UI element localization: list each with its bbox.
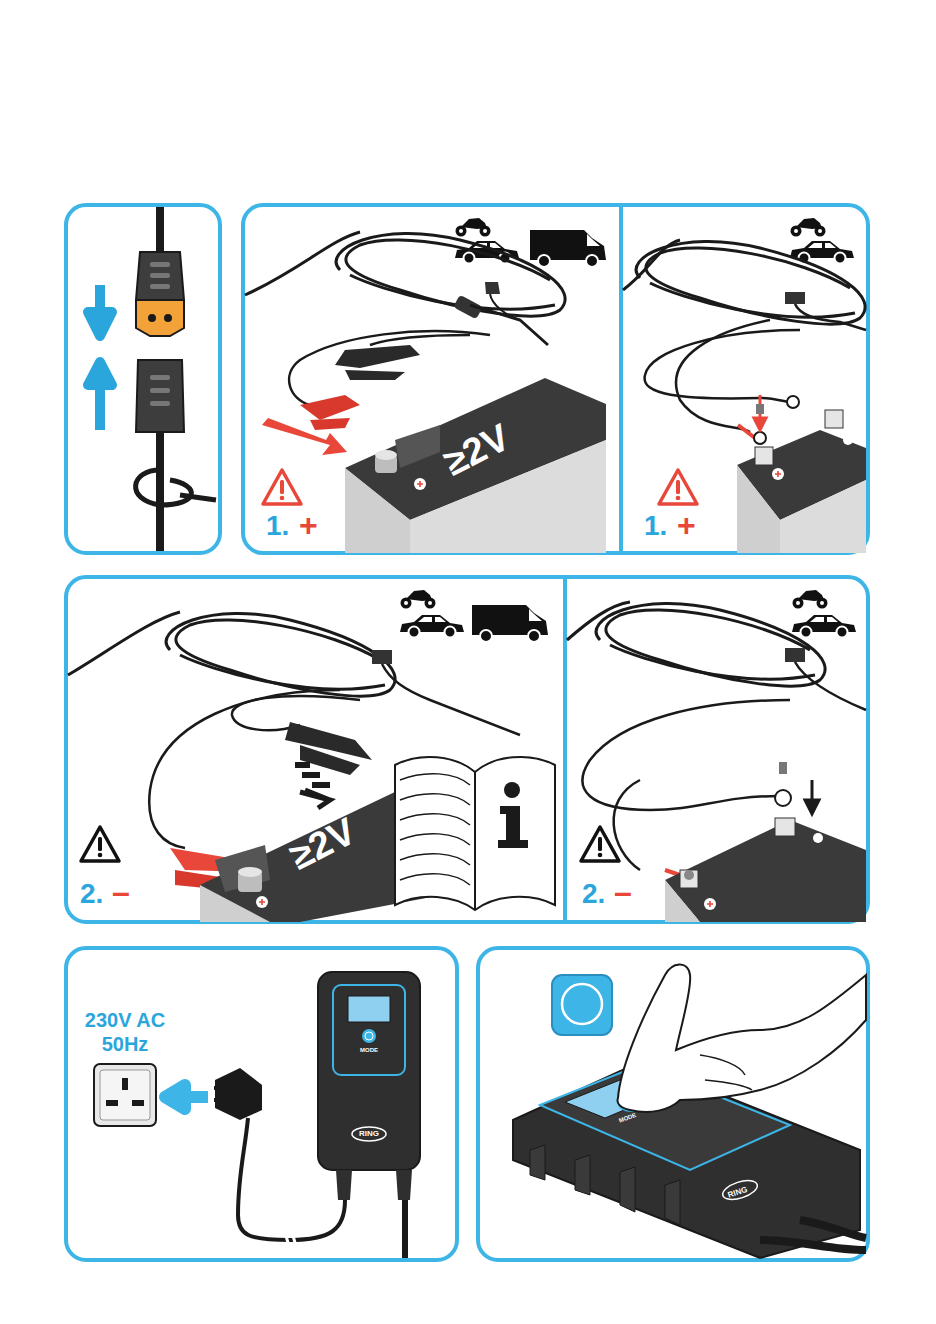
- polarity-sign: +: [299, 509, 318, 541]
- step-number: 1.: [266, 512, 289, 540]
- manual-icon: [395, 757, 555, 910]
- step-number: 2.: [80, 880, 103, 908]
- mode-button-panel: [513, 964, 866, 1258]
- polarity-sign: –: [614, 876, 632, 908]
- polarity-sign: –: [112, 876, 130, 908]
- step-number: 1.: [644, 512, 667, 540]
- connector-panel: [88, 207, 216, 551]
- button-label: MODE: [360, 1047, 378, 1053]
- mains-voltage: 230V AC: [85, 1010, 165, 1030]
- mains-frequency: 50Hz: [102, 1034, 149, 1054]
- panel-frames: [66, 205, 868, 1260]
- step-number: 2.: [582, 880, 605, 908]
- clamp-negative-panel: [68, 590, 555, 922]
- ring-negative-panel: [567, 590, 866, 922]
- polarity-sign: +: [677, 509, 696, 541]
- brand-logo: RING: [359, 1130, 379, 1138]
- ring-positive-panel: [623, 218, 866, 553]
- clamp-positive-panel: [245, 218, 606, 553]
